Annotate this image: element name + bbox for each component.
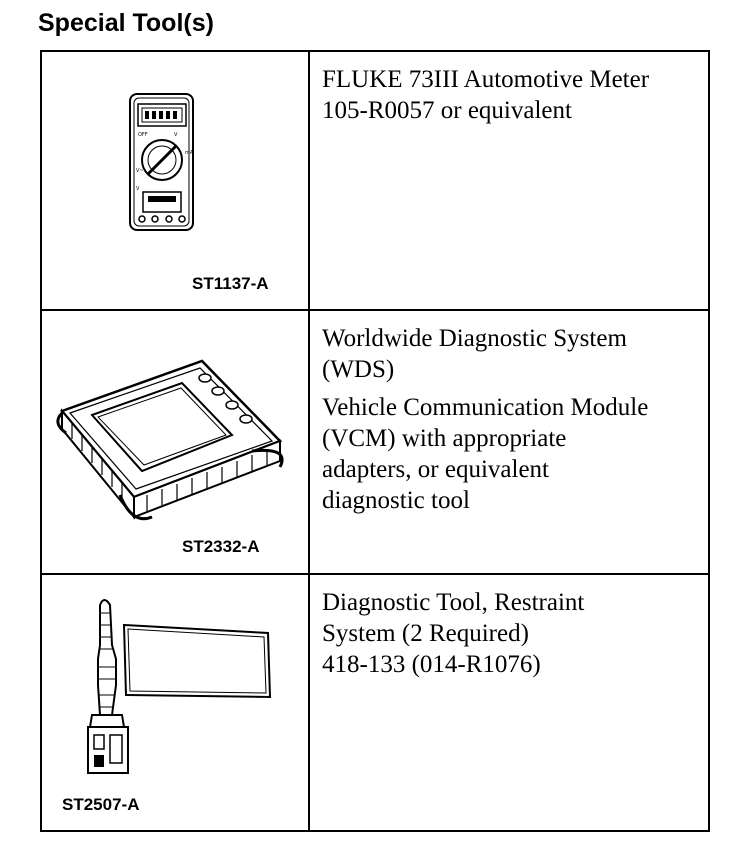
tool-code: ST2507-A: [62, 795, 140, 814]
description-line: diagnostic tool: [322, 487, 470, 514]
description-line: (WDS): [322, 356, 395, 383]
tool-row: OFF V mA V~ V: [40, 50, 710, 311]
description-line: Worldwide Diagnostic System: [322, 325, 627, 352]
description-paragraph: Vehicle Communication Module (VCM) with …: [322, 392, 698, 516]
page-title: Special Tool(s): [38, 9, 214, 37]
tool-image-cell: ST2332-A: [40, 309, 310, 575]
description-line: System (2 Required): [322, 620, 529, 647]
special-tools-table: OFF V mA V~ V: [40, 50, 710, 832]
description-paragraph: Worldwide Diagnostic System (WDS): [322, 323, 698, 385]
svg-text:mA: mA: [185, 150, 194, 156]
svg-text:V~: V~: [136, 168, 144, 174]
tool-description: Worldwide Diagnostic System (WDS) Vehicl…: [308, 309, 710, 575]
svg-text:V: V: [136, 186, 140, 192]
tool-code: ST2332-A: [182, 537, 260, 556]
description-line: Vehicle Communication Module: [322, 394, 649, 421]
description-line: FLUKE 73III Automotive Meter: [322, 66, 650, 93]
svg-text:OFF: OFF: [138, 132, 148, 138]
tool-image-cell: OFF V mA V~ V: [40, 50, 310, 311]
description-paragraph: FLUKE 73III Automotive Meter 105-R0057 o…: [322, 64, 698, 126]
description-line: 105-R0057 or equivalent: [322, 97, 572, 124]
description-line: 418-133 (014-R1076): [322, 651, 541, 678]
svg-text:V: V: [174, 132, 178, 138]
diagnostic-scanner-icon: [56, 359, 284, 521]
description-line: adapters, or equivalent: [322, 456, 549, 483]
restraint-diagnostic-tool-icon: [87, 599, 272, 774]
description-line: Diagnostic Tool, Restraint: [322, 589, 585, 616]
tool-row: ST2332-A Worldwide Diagnostic System (WD…: [40, 309, 710, 575]
description-line: (VCM) with appropriate: [322, 425, 567, 452]
tool-row: ST2507-A Diagnostic Tool, Restraint Syst…: [40, 573, 710, 832]
tool-code: ST1137-A: [192, 274, 269, 293]
description-paragraph: Diagnostic Tool, Restraint System (2 Req…: [322, 587, 698, 680]
tool-description: FLUKE 73III Automotive Meter 105-R0057 o…: [308, 50, 710, 311]
tool-description: Diagnostic Tool, Restraint System (2 Req…: [308, 573, 710, 832]
multimeter-icon: OFF V mA V~ V: [129, 93, 194, 231]
tool-image-cell: ST2507-A: [40, 573, 310, 832]
